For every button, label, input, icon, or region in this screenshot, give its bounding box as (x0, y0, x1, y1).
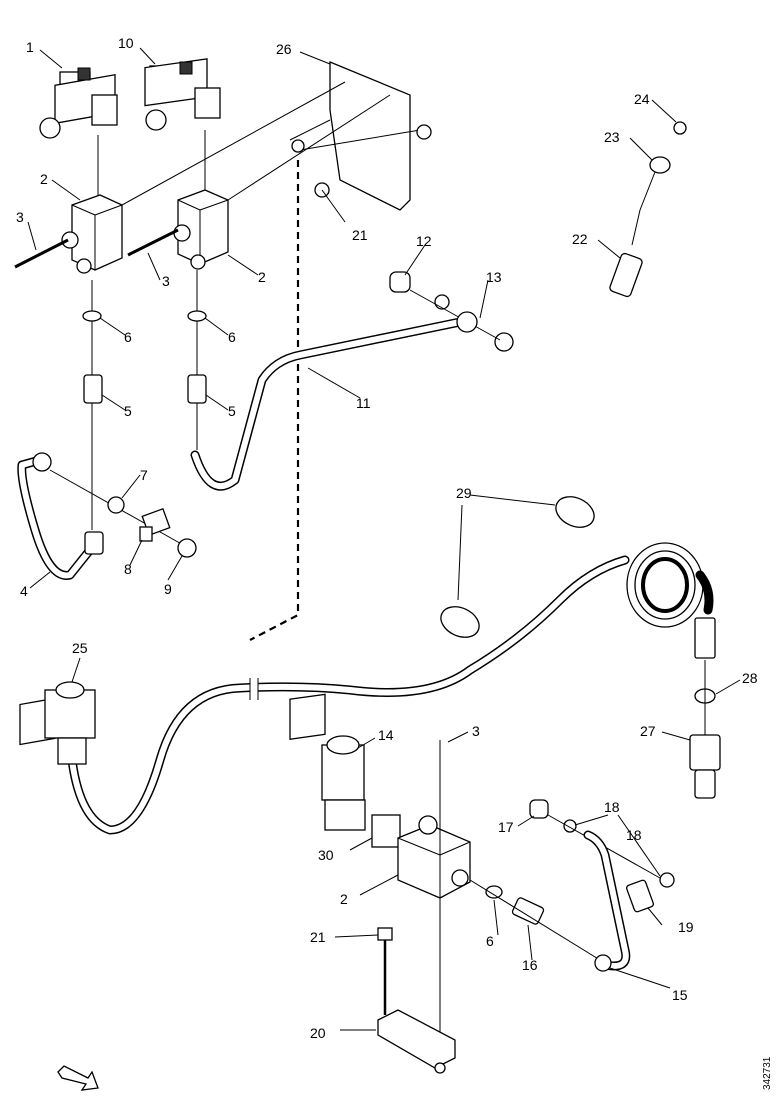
fitting-16[interactable] (511, 897, 545, 925)
bolt-21-top[interactable] (314, 182, 346, 223)
label-22: 22 (572, 231, 588, 247)
label-8: 8 (124, 561, 132, 577)
nut-13-b[interactable] (494, 332, 514, 352)
label-11: 11 (356, 395, 371, 411)
label-16: 16 (522, 957, 538, 973)
leader-lines (27, 47, 741, 1031)
label-25: 25 (72, 640, 88, 656)
label-20: 20 (310, 1025, 326, 1041)
adapter-27[interactable] (689, 734, 721, 799)
fitting-5-right[interactable] (187, 374, 207, 404)
solenoid-valve-1[interactable] (39, 67, 118, 139)
label-2c: 2 (340, 891, 348, 907)
fitting-19[interactable] (626, 879, 654, 913)
label-27: 27 (640, 723, 656, 739)
nut-9[interactable] (177, 538, 197, 558)
washer-6-lower[interactable] (485, 885, 503, 899)
cap-17[interactable] (529, 799, 549, 819)
label-29: 29 (456, 485, 472, 501)
label-6a: 6 (124, 329, 132, 345)
label-14: 14 (378, 727, 394, 743)
label-3a: 3 (16, 209, 24, 225)
label-5a: 5 (124, 403, 132, 419)
clamp-29-a[interactable] (551, 491, 599, 533)
washer-7[interactable] (107, 496, 125, 514)
washer-13-a[interactable] (434, 294, 450, 310)
nut-18-b[interactable] (659, 872, 675, 888)
valve-block-2-lower[interactable] (397, 815, 471, 899)
label-2b: 2 (258, 269, 266, 285)
label-1: 1 (26, 39, 34, 55)
clamp-29-b[interactable] (436, 601, 484, 643)
label-23: 23 (604, 129, 620, 145)
cap-12[interactable] (389, 271, 411, 293)
label-26: 26 (276, 41, 292, 57)
direction-arrow-icon (57, 1065, 99, 1091)
bolt-3-left[interactable] (14, 238, 69, 269)
fitting-5-left[interactable] (83, 374, 103, 404)
label-4: 4 (20, 583, 28, 599)
pipe-11[interactable] (190, 311, 478, 491)
label-13: 13 (486, 269, 502, 285)
pipe-15[interactable] (583, 830, 631, 972)
label-21b: 21 (310, 929, 326, 945)
bolt-3-right[interactable] (127, 228, 179, 257)
label-12: 12 (416, 233, 432, 249)
washer-6-right[interactable] (187, 310, 207, 322)
callout-labels: 1 10 26 24 23 22 2 3 21 12 3 2 13 6 6 5 … (16, 35, 773, 1090)
label-18a: 18 (604, 799, 620, 815)
sensor-assembly-22[interactable] (609, 121, 687, 298)
label-9: 9 (164, 581, 172, 597)
washer-6-left[interactable] (82, 310, 102, 322)
label-21a: 21 (352, 227, 368, 243)
label-30: 30 (318, 847, 334, 863)
label-2a: 2 (40, 171, 48, 187)
label-19: 19 (678, 919, 694, 935)
label-24: 24 (634, 91, 650, 107)
block-30[interactable] (371, 814, 401, 848)
reference-code: 342731 (762, 1056, 773, 1090)
valve-block-2-left[interactable] (61, 194, 123, 274)
solenoid-valve-25[interactable] (19, 681, 96, 765)
label-6b: 6 (228, 329, 236, 345)
label-28: 28 (742, 670, 758, 686)
label-3c: 3 (472, 723, 480, 739)
bracket-26[interactable] (121, 61, 432, 211)
label-17: 17 (498, 819, 514, 835)
solenoid-valve-10[interactable] (144, 58, 221, 131)
plate-20[interactable] (377, 1009, 456, 1074)
bolt-21-lower[interactable] (377, 927, 393, 1015)
hose-assembly[interactable] (67, 555, 630, 835)
label-7: 7 (140, 467, 148, 483)
label-15: 15 (672, 987, 688, 1003)
solenoid-valve-14[interactable] (289, 693, 366, 831)
pipe-4[interactable] (17, 452, 104, 580)
label-5b: 5 (228, 403, 236, 419)
tee-fitting-8[interactable] (139, 508, 171, 542)
label-3b: 3 (162, 273, 170, 289)
label-18b: 18 (626, 827, 642, 843)
label-10: 10 (118, 35, 134, 51)
label-6c: 6 (486, 933, 494, 949)
valve-block-2-right[interactable] (173, 189, 229, 270)
coiled-hose[interactable] (626, 542, 716, 659)
